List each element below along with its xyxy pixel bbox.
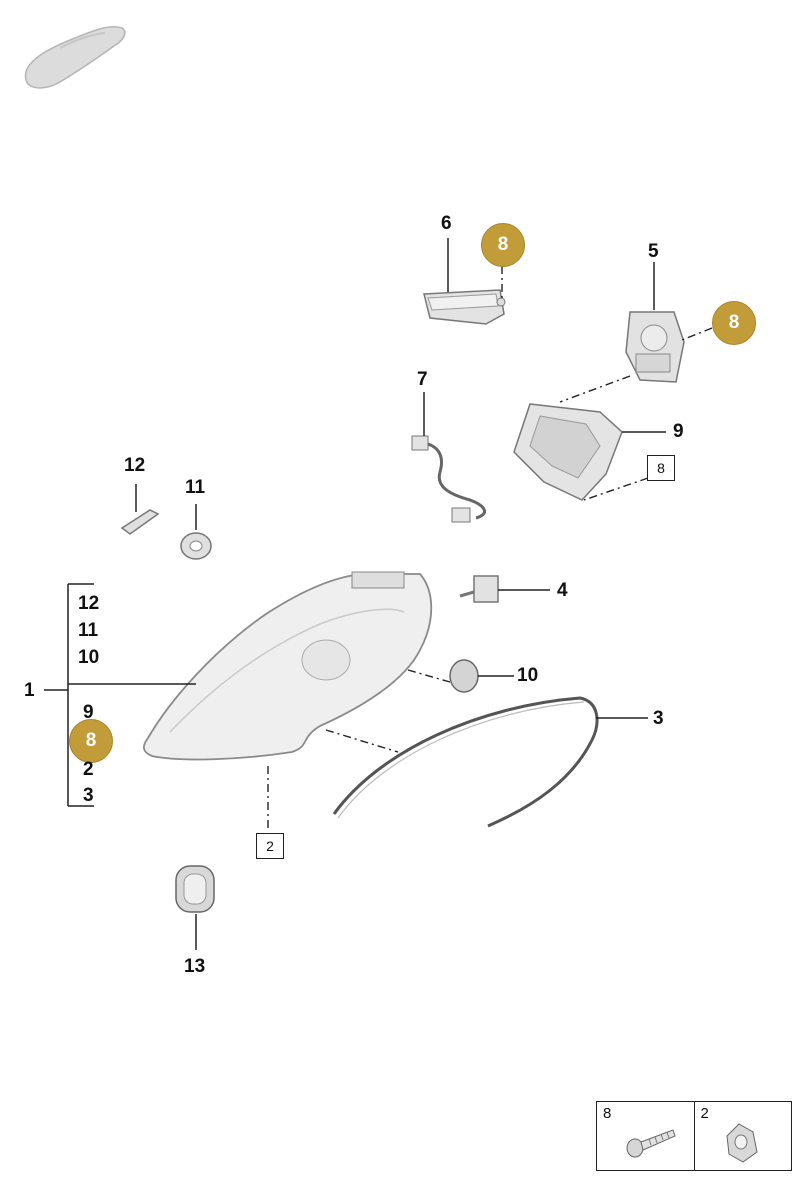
callout-3: 3 [653, 708, 664, 729]
part-10-cap [449, 659, 479, 693]
part-11-nut [180, 532, 212, 560]
callout-9: 9 [673, 421, 684, 442]
callout-11: 11 [185, 477, 206, 498]
leader-lines [44, 238, 666, 950]
legend-cell-nut[interactable]: 2 [693, 1102, 792, 1170]
list-item-badge[interactable]: 8 [69, 719, 113, 763]
callout-7: 7 [417, 369, 428, 390]
callout-5: 5 [648, 241, 659, 262]
callout-4: 4 [557, 580, 568, 601]
badge-8-part-6[interactable]: 8 [481, 223, 525, 267]
part-1-headlight [143, 571, 433, 761]
list-item: 12 [78, 593, 100, 614]
list-item: 10 [78, 647, 100, 668]
part-12-clip [120, 509, 160, 535]
boxed-ref-8[interactable]: 8 [647, 455, 675, 481]
part-7-cable [411, 435, 486, 523]
list-item: 3 [83, 785, 94, 806]
legend-cell-screw[interactable]: 8 [597, 1102, 694, 1170]
clip-nut-icon [725, 1123, 758, 1163]
car-thumbnail [24, 26, 126, 89]
boxed-ref-2[interactable]: 2 [256, 833, 284, 859]
part-5-module [625, 311, 685, 383]
list-item: 2 [83, 759, 94, 780]
part-3-seal [332, 696, 599, 828]
list-item: 11 [78, 620, 99, 641]
callout-13: 13 [184, 956, 206, 977]
callout-1: 1 [24, 680, 35, 701]
fastener-legend: 8 2 [596, 1101, 792, 1171]
part-6-control-unit [423, 289, 506, 325]
list-item: 9 [83, 702, 94, 723]
legend-number: 8 [603, 1105, 612, 1122]
part-9-housing [513, 403, 623, 501]
part-4-bulb [459, 575, 499, 603]
badge-8-part-5[interactable]: 8 [712, 301, 756, 345]
callout-12: 12 [124, 455, 146, 476]
callout-6: 6 [441, 213, 452, 234]
legend-number: 2 [700, 1105, 709, 1122]
callout-10: 10 [517, 665, 539, 686]
screw-icon [626, 1129, 676, 1158]
part-13-grommet [175, 865, 215, 913]
dash-lines [267, 266, 713, 832]
